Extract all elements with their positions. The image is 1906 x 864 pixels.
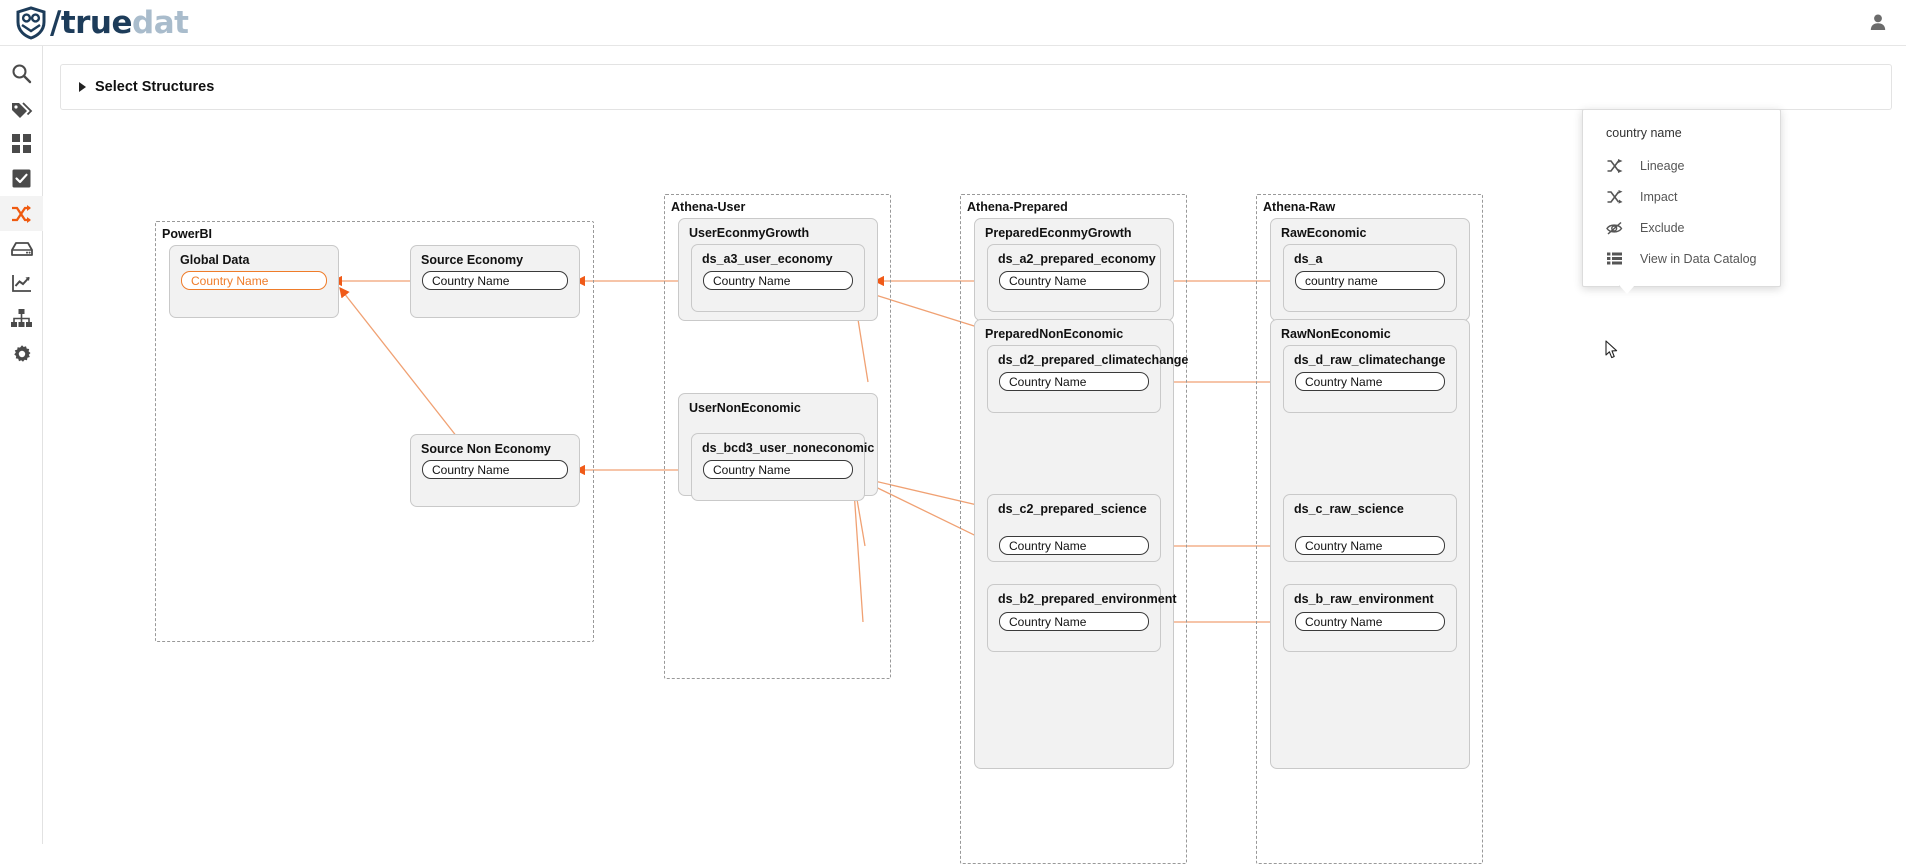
field-label: Country Name: [1009, 374, 1087, 389]
field-ds-c2-prepared-science-country-name[interactable]: Country Name: [999, 536, 1149, 555]
container-label: Source Economy: [421, 253, 524, 267]
field-ds-a2-prepared-economy-country-name[interactable]: Country Name: [999, 271, 1149, 290]
field-ds-a-raw-economy-country-name[interactable]: country name: [1295, 271, 1445, 290]
field-label: Country Name: [432, 273, 510, 288]
group-label: Athena-User: [671, 200, 746, 214]
container-label: UserEconmyGrowth: [689, 226, 810, 240]
context-menu[interactable]: country name Lineage Impact: [1582, 109, 1781, 294]
checkbox-icon: [12, 169, 31, 188]
sidebar: [0, 46, 43, 844]
container-label: Source Non Economy: [421, 442, 551, 456]
field-label: Country Name: [713, 273, 791, 288]
impact-icon: [1606, 189, 1623, 205]
table-label: ds_c2_prepared_science: [998, 502, 1147, 516]
field-label: Country Name: [1305, 538, 1383, 553]
container-label: RawNonEconomic: [1281, 327, 1391, 341]
context-menu-item-label: View in Data Catalog: [1640, 251, 1757, 266]
group-athena-user[interactable]: Athena-User: [664, 194, 891, 679]
gear-icon: [12, 344, 32, 364]
truedat-shield-icon: [14, 5, 48, 40]
table-label: ds_b2_prepared_environment: [998, 592, 1177, 606]
brand-primary: true: [60, 4, 133, 41]
table-label: ds_d2_prepared_climatechange: [998, 353, 1189, 367]
field-ds-a3-user-economy-country-name[interactable]: Country Name: [703, 271, 853, 290]
context-menu-item-impact[interactable]: Impact: [1583, 181, 1780, 212]
select-structures-panel[interactable]: Select Structures: [60, 64, 1892, 110]
sidebar-item-quality[interactable]: [0, 161, 43, 196]
field-global-data-country-name[interactable]: Country Name: [181, 271, 327, 290]
lineage-canvas[interactable]: PowerBI Global Data Country Name Source …: [43, 110, 1906, 864]
field-ds-d2-prepared-climatechange-country-name[interactable]: Country Name: [999, 372, 1149, 391]
field-ds-d-raw-climatechange-country-name[interactable]: Country Name: [1295, 372, 1445, 391]
chart-line-icon: [11, 274, 32, 293]
panel-title: Select Structures: [95, 79, 215, 95]
context-menu-item-label: Exclude: [1640, 220, 1685, 235]
field-ds-b-raw-environment-country-name[interactable]: Country Name: [1295, 612, 1445, 631]
group-powerbi[interactable]: PowerBI: [155, 221, 594, 642]
field-label: country name: [1305, 273, 1378, 288]
field-ds-bcd3-user-noneconomic-country-name[interactable]: Country Name: [703, 460, 853, 479]
sidebar-item-hierarchy[interactable]: [0, 301, 43, 336]
table-label: ds_c_raw_science: [1294, 502, 1404, 516]
sidebar-item-data-sources[interactable]: [0, 231, 43, 266]
context-menu-title: country name: [1606, 126, 1682, 140]
container-label: Global Data: [180, 253, 250, 267]
table-label: ds_bcd3_user_noneconomic: [702, 441, 875, 455]
sidebar-item-lineage[interactable]: [0, 196, 43, 231]
group-label: PowerBI: [162, 227, 213, 241]
chevron-right-icon[interactable]: [79, 82, 86, 92]
field-label: Country Name: [432, 462, 510, 477]
context-menu-item-label: Impact: [1640, 189, 1678, 204]
hierarchy-icon: [11, 309, 32, 328]
field-label: Country Name: [191, 273, 269, 288]
top-bar: /truedat: [0, 0, 1906, 46]
field-source-economy-country-name[interactable]: Country Name: [422, 271, 568, 290]
field-label: Country Name: [1305, 374, 1383, 389]
sidebar-item-metrics[interactable]: [0, 266, 43, 301]
eye-slash-icon: [1606, 220, 1623, 236]
brand-secondary: dat: [132, 4, 189, 41]
user-icon[interactable]: [1868, 12, 1888, 32]
sidebar-item-grid[interactable]: [0, 126, 43, 161]
table-label: ds_d_raw_climatechange: [1294, 353, 1446, 367]
brand-logo[interactable]: /truedat: [14, 4, 189, 41]
context-menu-item-label: Lineage: [1640, 158, 1685, 173]
brand-wordmark: /truedat: [50, 4, 189, 41]
context-menu-item-view-in-data-catalog[interactable]: View in Data Catalog: [1583, 243, 1780, 274]
table-label: ds_a3_user_economy: [702, 252, 833, 266]
container-label: PreparedEconmyGrowth: [985, 226, 1132, 240]
context-menu-item-exclude[interactable]: Exclude: [1583, 212, 1780, 243]
shuffle-icon: [11, 204, 32, 224]
field-label: Country Name: [1009, 273, 1087, 288]
search-icon: [11, 63, 32, 84]
field-label: Country Name: [1009, 538, 1087, 553]
group-label: Athena-Prepared: [967, 200, 1068, 214]
field-ds-b2-prepared-environment-country-name[interactable]: Country Name: [999, 612, 1149, 631]
field-label: Country Name: [1305, 614, 1383, 629]
sidebar-item-tags[interactable]: [0, 91, 43, 126]
context-menu-item-lineage[interactable]: Lineage: [1583, 150, 1780, 181]
table-label: ds_b_raw_environment: [1294, 592, 1434, 606]
mouse-cursor: [1605, 340, 1619, 360]
group-label: Athena-Raw: [1263, 200, 1336, 214]
table-label: ds_a: [1294, 252, 1323, 266]
list-icon: [1606, 251, 1623, 267]
sidebar-item-search[interactable]: [0, 56, 43, 91]
database-icon: [10, 241, 33, 257]
sidebar-item-settings[interactable]: [0, 336, 43, 371]
field-label: Country Name: [1009, 614, 1087, 629]
field-label: Country Name: [713, 462, 791, 477]
container-label: UserNonEconomic: [689, 401, 801, 415]
field-source-non-economy-country-name[interactable]: Country Name: [422, 460, 568, 479]
container-label: PreparedNonEconomic: [985, 327, 1124, 341]
table-label: ds_a2_prepared_economy: [998, 252, 1156, 266]
lineage-icon: [1606, 158, 1623, 174]
brand-slash: /: [50, 4, 61, 41]
tags-icon: [11, 99, 33, 119]
container-label: RawEconomic: [1281, 226, 1367, 240]
grid-icon: [12, 134, 31, 153]
field-ds-c-raw-science-country-name[interactable]: Country Name: [1295, 536, 1445, 555]
